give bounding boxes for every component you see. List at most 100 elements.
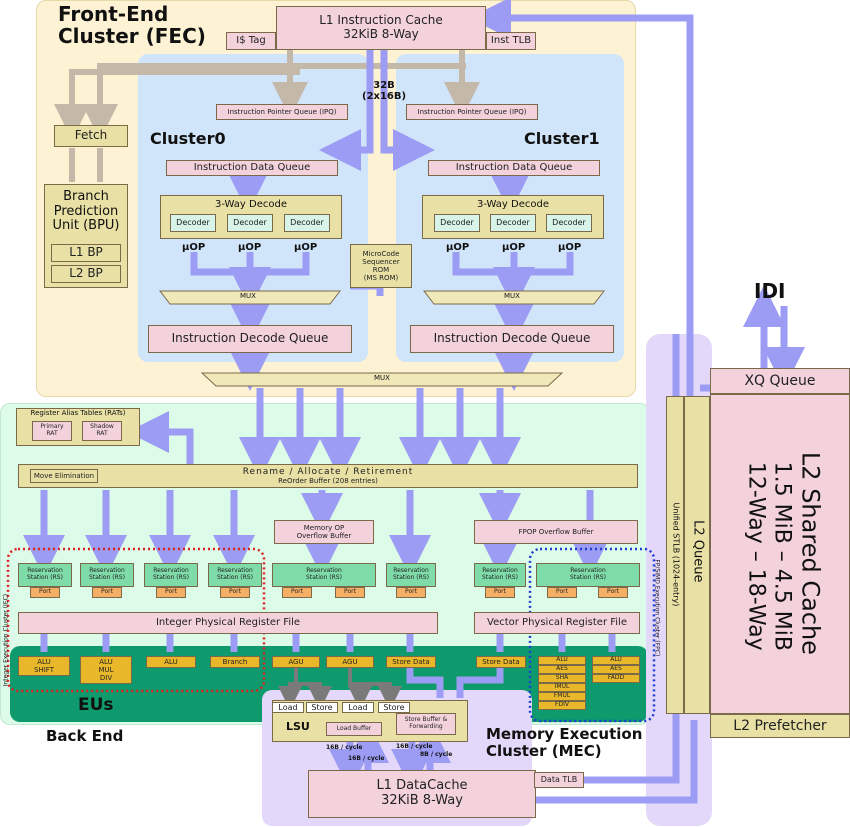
- unified-stlb: [666, 396, 684, 714]
- eu-fp-left: ALU AES SHA IMUL FMUL FDIV: [538, 656, 586, 710]
- move-elimination: Move Elimination: [30, 469, 98, 483]
- port-8: Port: [485, 587, 515, 598]
- cluster1-decoder-3: Decoder: [546, 214, 592, 232]
- fetch-box: Fetch: [54, 125, 128, 147]
- rob-label: ReOrder Buffer (208 entries): [278, 477, 378, 486]
- mux-shapes: [158, 290, 606, 387]
- cluster1-decoder-2: Decoder: [490, 214, 536, 232]
- fp-left-6: FDIV: [538, 701, 586, 710]
- cluster0-uop-3: µOP: [294, 242, 318, 253]
- mem-op-overflow-buffer: Memory OP Overflow Buffer: [274, 520, 374, 544]
- cluster0-mux: MUX: [240, 292, 256, 300]
- l2-cache-ways: 12-Way – 18-Way: [743, 461, 769, 651]
- cluster1-mux: MUX: [504, 292, 520, 300]
- fp-left-3: SHA: [538, 674, 586, 683]
- fp-left-2: AES: [538, 665, 586, 674]
- bottom-mux: MUX: [374, 374, 390, 382]
- port-10: Port: [598, 587, 628, 598]
- cluster1-decode-title: 3-Way Decode: [476, 199, 549, 210]
- load-port-1: Load: [272, 702, 304, 713]
- l2-bp: L2 BP: [51, 265, 121, 283]
- port-2: Port: [92, 587, 122, 598]
- iec-label: Integer Execution Cluster (IEC): [2, 593, 10, 687]
- eu-alu: ALU: [146, 656, 196, 668]
- lsu-label: LSU: [286, 720, 310, 733]
- rs-vec-1: Reservation Station (RS): [474, 563, 526, 587]
- cluster-outlines: [6, 547, 656, 723]
- l2-cache-size: 1.5 MiB – 4.5 MiB: [769, 461, 795, 651]
- vector-prf: Vector Physical Register File: [474, 612, 640, 634]
- itlb-box: Inst TLB: [486, 32, 536, 50]
- port-4: Port: [220, 587, 250, 598]
- cluster0-ipq: Instruction Pointer Queue (IPQ): [216, 104, 348, 120]
- fp-right-1: ALU: [592, 656, 640, 665]
- cluster1-decode-queue: Instruction Decode Queue: [410, 325, 614, 353]
- primary-rat: Primary RAT: [32, 421, 72, 441]
- cluster0-decoder-1: Decoder: [170, 214, 216, 232]
- rate-left-1: 16B / cycle: [326, 744, 363, 751]
- bpu-title: Branch Prediction Unit (BPU): [52, 189, 120, 234]
- cluster1-decoder-1: Decoder: [434, 214, 480, 232]
- port-7: Port: [396, 587, 426, 598]
- fetch-arrows: [54, 50, 480, 182]
- rs-store: Reservation Station (RS): [386, 563, 436, 587]
- cluster1-uop-3: µOP: [558, 242, 582, 253]
- eu-alu-shift: ALU SHIFT: [18, 656, 70, 676]
- port-3: Port: [156, 587, 186, 598]
- data-tlb: Data TLB: [534, 772, 584, 788]
- rate-right-1: 16B / cycle: [396, 743, 433, 750]
- eu-agu-2: AGU: [326, 656, 374, 668]
- l2-cache-title: L2 Shared Cache: [796, 451, 825, 655]
- port-9: Port: [547, 587, 577, 598]
- cluster1-title: Cluster1: [524, 129, 600, 148]
- l2-shared-cache: [710, 394, 850, 714]
- rate-right-2: 8B / cycle: [420, 751, 453, 758]
- fec-title: Front-End Cluster (FEC): [58, 2, 206, 49]
- cluster0-decoder-2: Decoder: [227, 214, 273, 232]
- agu-arrows: [278, 668, 402, 710]
- port-5: Port: [282, 587, 312, 598]
- xq-queue: XQ Queue: [710, 368, 850, 394]
- cluster0-idq: Instruction Data Queue: [166, 160, 338, 176]
- fp-left-5: FMUL: [538, 692, 586, 701]
- rs-vec-2: Reservation Station (RS): [536, 563, 640, 587]
- eu-store-data-1: Store Data: [386, 656, 436, 668]
- l2-queue-label: L2 Queue: [690, 520, 706, 583]
- cluster1-ipq: Instruction Pointer Queue (IPQ): [406, 104, 538, 120]
- shadow-rat: Shadow RAT: [82, 421, 122, 441]
- integer-prf: Integer Physical Register File: [18, 612, 438, 634]
- fetch-width-label: 32B (2x16B): [362, 80, 407, 103]
- back-end-title: Back End: [46, 727, 124, 745]
- rename-allocate-retire: Rename / Allocate / Retirement ReOrder B…: [18, 464, 638, 488]
- fpc-label: FP/SIMD Execution Cluster (FPC): [653, 559, 661, 657]
- l2-queue: [684, 396, 710, 714]
- rs-int-3: Reservation Station (RS): [144, 563, 198, 587]
- rs-int-4: Reservation Station (RS): [208, 563, 262, 587]
- cluster0-uop-2: µOP: [238, 242, 262, 253]
- eu-agu-1: AGU: [272, 656, 320, 668]
- eu-store-data-2: Store Data: [476, 656, 526, 668]
- l1-bp: L1 BP: [51, 244, 121, 262]
- l1-instruction-cache: L1 Instruction Cache 32KiB 8-Way: [276, 6, 486, 50]
- eu-alu-mul-div: ALU MUL DIV: [80, 656, 132, 684]
- itag-box: I$ Tag: [226, 32, 276, 50]
- load-buffer: Load Buffer: [326, 722, 382, 736]
- port-1: Port: [30, 587, 60, 598]
- fp-right-2: AES: [592, 665, 640, 674]
- rate-left-2: 16B / cycle: [348, 755, 385, 762]
- rs-int-2: Reservation Station (RS): [80, 563, 134, 587]
- rename-label: Rename / Allocate / Retirement: [242, 466, 414, 477]
- l1-data-cache: L1 DataCache 32KiB 8-Way: [308, 770, 536, 818]
- cluster0-uop-1: µOP: [182, 242, 206, 253]
- unified-stlb-label: Unified STLB (1024-entry): [671, 502, 681, 607]
- cluster1-uop-1: µOP: [446, 242, 470, 253]
- rs-mem-1: Reservation Station (RS): [272, 563, 376, 587]
- load-port-2: Load: [342, 702, 374, 713]
- store-port-2: Store: [378, 702, 410, 713]
- cluster1-idq: Instruction Data Queue: [428, 160, 600, 176]
- cluster1-uop-2: µOP: [502, 242, 526, 253]
- idi-label: IDI: [754, 279, 786, 303]
- eu-branch: Branch: [210, 656, 260, 668]
